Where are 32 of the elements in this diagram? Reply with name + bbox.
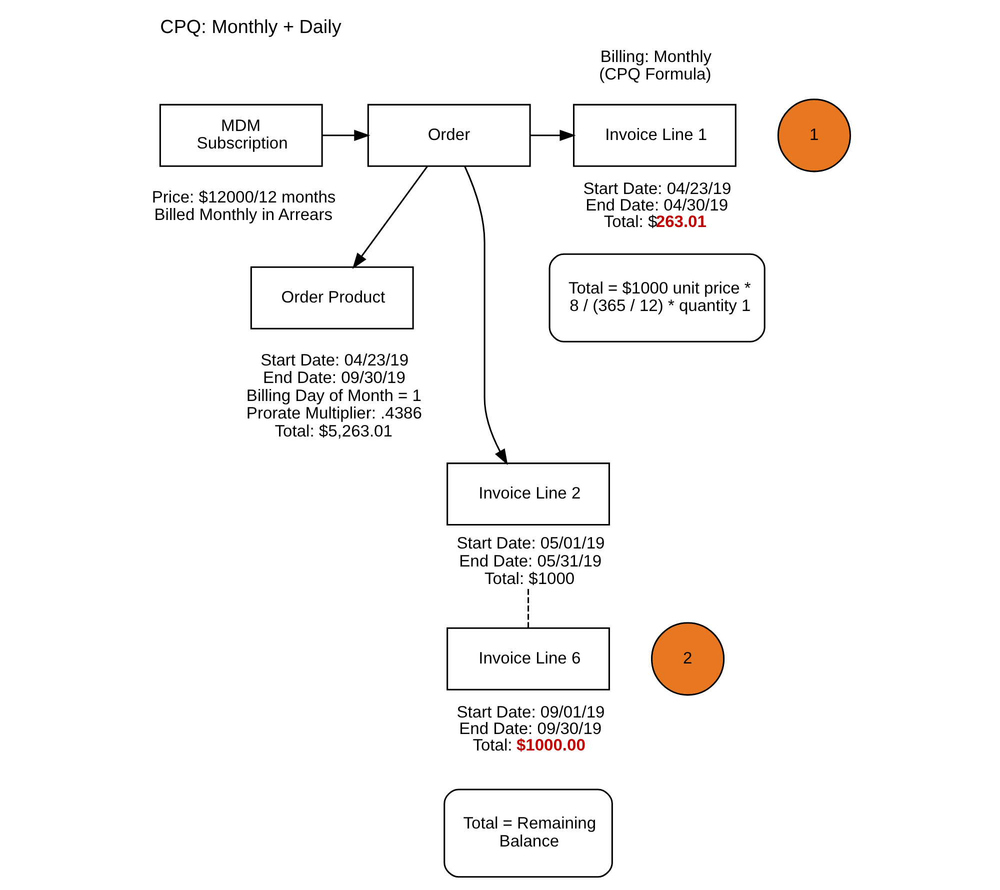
diagram-title: CPQ: Monthly + Daily: [160, 16, 341, 38]
node-circle: 2: [650, 622, 724, 696]
node-label: Start Date: 04/23/19: [260, 350, 408, 370]
node-box: Invoice Line 2: [446, 462, 610, 526]
node-label: Billing Day of Month = 1: [246, 386, 422, 405]
node-box: Invoice Line 6: [446, 627, 610, 690]
arrow: [464, 166, 508, 466]
node-label: End Date: 09/30/19: [458, 719, 602, 738]
node-label: End Date: 09/30/19: [262, 368, 405, 388]
node-box: Total = Remaining Balance: [443, 788, 612, 878]
node-box: Invoice Line 1: [572, 104, 736, 167]
node-label: Price: $12000/12 months Billed Monthly in Arrears: [151, 187, 336, 224]
node-box: Order: [366, 104, 530, 167]
arrow: [352, 166, 428, 269]
node-label: Total: $5,263.01: [274, 421, 392, 440]
node-label: Total: $1000.00: [472, 736, 585, 755]
node-label: Total: $263.01: [603, 212, 706, 232]
arrow: [530, 130, 576, 142]
connector: [527, 589, 529, 628]
label: Billing: Monthly (CPQ Formula): [598, 46, 712, 84]
node-label: Start Date: 09/01/19: [456, 702, 604, 722]
node-label: Start Date: 05/01/19: [456, 534, 604, 553]
node-label: Start Date: 04/23/19: [582, 179, 731, 198]
node-box: Order Product: [250, 266, 414, 330]
node-label: Total: $1000: [484, 569, 574, 588]
node-circle: 1: [776, 98, 851, 172]
arrow: [322, 130, 370, 142]
node-label: End Date: 04/30/19: [585, 196, 728, 215]
node-box: Total = $1000 unit price * 8 / (365 / 12) * quantity 1: [548, 253, 765, 342]
node-label: End Date: 05/31/19: [458, 551, 602, 570]
node-box: MDM Subscription: [158, 104, 322, 167]
node-label: Prorate Multiplier: .4386: [246, 404, 422, 423]
